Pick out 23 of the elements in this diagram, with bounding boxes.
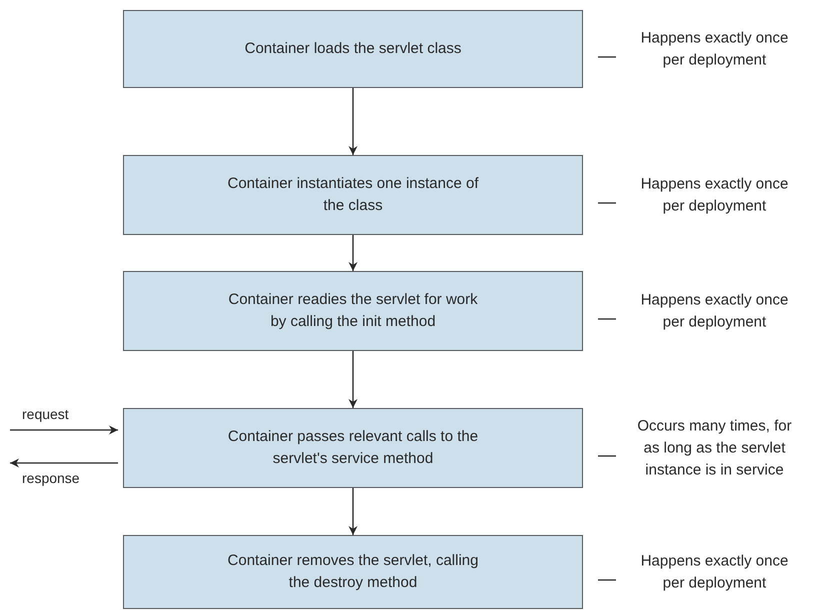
side-note: Happens exactly once per deployment [640, 551, 790, 593]
edge-label: response [22, 470, 80, 486]
edge-label: request [22, 406, 69, 422]
arrow [348, 235, 358, 271]
side-note: Occurs many times, for as long as the servlet instance is in service [636, 416, 793, 480]
process-box [123, 408, 583, 488]
process-box [123, 155, 583, 235]
process-box [123, 271, 583, 351]
step-text: Container removes the servlet, calling the destroy method [226, 551, 480, 593]
arrow [348, 488, 358, 535]
step-text: Container readies the servlet for work by calling the init method [227, 290, 479, 332]
side-note: Happens exactly once per deployment [640, 28, 790, 70]
arrow [348, 88, 358, 155]
step-text: Container instantiates one instance of the class [226, 174, 480, 216]
process-box [123, 10, 583, 88]
arrow [348, 351, 358, 408]
arrow [10, 458, 118, 468]
step-text: Container loads the servlet class [244, 39, 462, 60]
process-box [123, 535, 583, 609]
arrow [10, 426, 118, 434]
step-text: Container passes relevant calls to the servlet's service method [226, 427, 480, 469]
side-note: Happens exactly once per deployment [640, 174, 790, 216]
side-note: Happens exactly once per deployment [640, 290, 790, 332]
